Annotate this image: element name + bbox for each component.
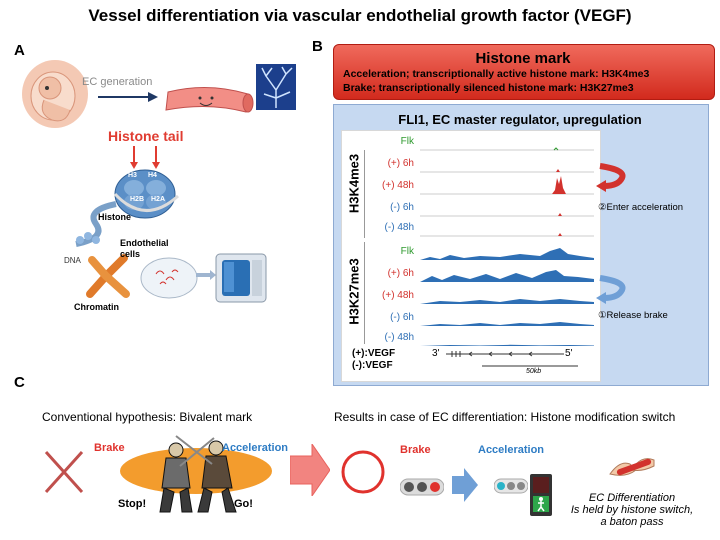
brake-traffic-light-icon: [400, 478, 444, 496]
histone-mark-title: Histone mark: [475, 50, 571, 67]
histone-label: Histone: [98, 212, 132, 222]
signal-k27-plus-48h: [420, 299, 594, 304]
chromosome-icon: [86, 254, 130, 298]
sequencer-machine-icon: [215, 253, 267, 303]
samurai-fight-icon: [159, 435, 237, 513]
signal-k27-flk: [420, 248, 594, 260]
conventional-hypothesis-caption: Conventional hypothesis: Bivalent mark: [42, 410, 253, 424]
brake-label-conventional: Brake: [94, 442, 125, 454]
signal-k27-minus-6h: [420, 322, 594, 326]
page-title: Vessel differentiation via vascular endo…: [88, 6, 632, 25]
track-label-k27-plus-6h: (+) 6h: [387, 268, 414, 279]
transition-arrow-icon: [290, 444, 330, 496]
peak-k4-flk: [553, 147, 559, 151]
ec-generation-label: EC generation: [82, 76, 153, 88]
fli1-title: FLI1, EC master regulator, upregulation: [398, 112, 642, 127]
signal-k27-minus-48h: [420, 344, 594, 346]
histone-h2a-label: H2A: [151, 196, 166, 203]
pedestrian-light-icon: [530, 474, 552, 516]
baton-pass-icon: [609, 458, 655, 476]
endothelial-cells-label: Endothelial cells: [120, 238, 169, 259]
histone-h2b-label: H2B: [130, 196, 145, 203]
petri-dish-icon: [140, 257, 198, 299]
acceleration-curved-arrow-icon: [596, 163, 626, 192]
panel-c-label: C: [14, 374, 25, 391]
vessel-icon: [165, 87, 254, 113]
acceleration-label-results: Acceleration: [478, 444, 545, 456]
histone-h4-label: H4: [148, 172, 157, 179]
five-prime-label: 5': [565, 348, 573, 359]
brake-label-results: Brake: [400, 444, 431, 456]
arrow-to-sequencer-icon: [196, 270, 216, 280]
conflict-ellipse: [120, 448, 272, 494]
vascular-network-image: [256, 64, 296, 110]
signal-k27-plus-6h: [420, 270, 594, 282]
release-brake-label: ①Release brake: [598, 310, 668, 321]
three-prime-label: 3': [432, 348, 440, 359]
panel-a-label: A: [14, 42, 25, 59]
track-label-k27-minus-6h: (-) 6h: [390, 312, 414, 323]
car-traffic-light-icon: [494, 478, 528, 494]
histone-h3-label: H3: [128, 172, 137, 179]
go-label: Go!: [234, 498, 253, 510]
tail-arrows-icon: [130, 146, 160, 169]
genome-tracks: [420, 147, 594, 346]
histone-tail-label: Histone tail: [108, 128, 184, 144]
stop-label: Stop!: [118, 498, 147, 510]
track-label-k27-minus-48h: (-) 48h: [384, 332, 414, 343]
group-divider-k27: [364, 242, 365, 344]
track-label-k4-plus-6h: (+) 6h: [387, 158, 414, 169]
track-label-k4-minus-6h: (-) 6h: [390, 202, 414, 213]
track-label-k4-minus-48h: (-) 48h: [384, 222, 414, 233]
acceleration-mark-line: Acceleration; transcriptionally active h…: [343, 68, 650, 80]
peak-k4-plus-6h: [556, 169, 560, 172]
dna-coil-icon: [75, 201, 117, 247]
dna-label: DNA: [64, 256, 81, 265]
acceleration-label-conventional: Acceleration: [222, 442, 289, 454]
conclusion-line-3: a baton pass: [600, 516, 664, 528]
conclusion-line-1: EC Differentiation: [588, 492, 676, 504]
vegf-minus-legend: (-):VEGF: [352, 360, 393, 371]
brake-curved-arrow-icon: [596, 275, 626, 304]
group-divider-k4: [364, 150, 365, 238]
enter-acceleration-label: ②Enter acceleration: [598, 202, 684, 213]
track-label-k4-flk: Flk: [400, 136, 414, 147]
embryo-icon: [22, 60, 88, 128]
nucleosome-icon: [113, 169, 180, 219]
results-caption: Results in case of EC differentiation: H…: [334, 410, 676, 424]
panel-b-label: B: [312, 38, 323, 55]
peak-k4-minus-48h: [558, 233, 562, 236]
scale-bar-label: 50kb: [526, 368, 542, 375]
conclusion-text: EC Differentiation Is held by histone sw…: [560, 492, 704, 528]
gene-model: [446, 351, 578, 367]
blue-arrow-icon: [452, 468, 478, 502]
track-label-k27-flk: Flk: [400, 246, 414, 257]
track-label-k27-plus-48h: (+) 48h: [382, 290, 414, 301]
arrow-icon: [98, 92, 158, 102]
track-label-k4-plus-48h: (+) 48h: [382, 180, 414, 191]
peak-k4-plus-48h: [552, 176, 566, 194]
histone-mark-box: [333, 44, 715, 100]
chromatin-label: Chromatin: [74, 302, 119, 312]
circle-mark-icon: [341, 450, 385, 494]
cross-mark-icon: [44, 450, 84, 494]
brake-mark-line: Brake; transcriptionally silenced histon…: [343, 82, 634, 94]
conclusion-line-2: Is held by histone switch,: [570, 504, 694, 516]
vegf-plus-legend: (+):VEGF: [352, 348, 396, 359]
peak-k4-minus-6h: [558, 213, 562, 216]
